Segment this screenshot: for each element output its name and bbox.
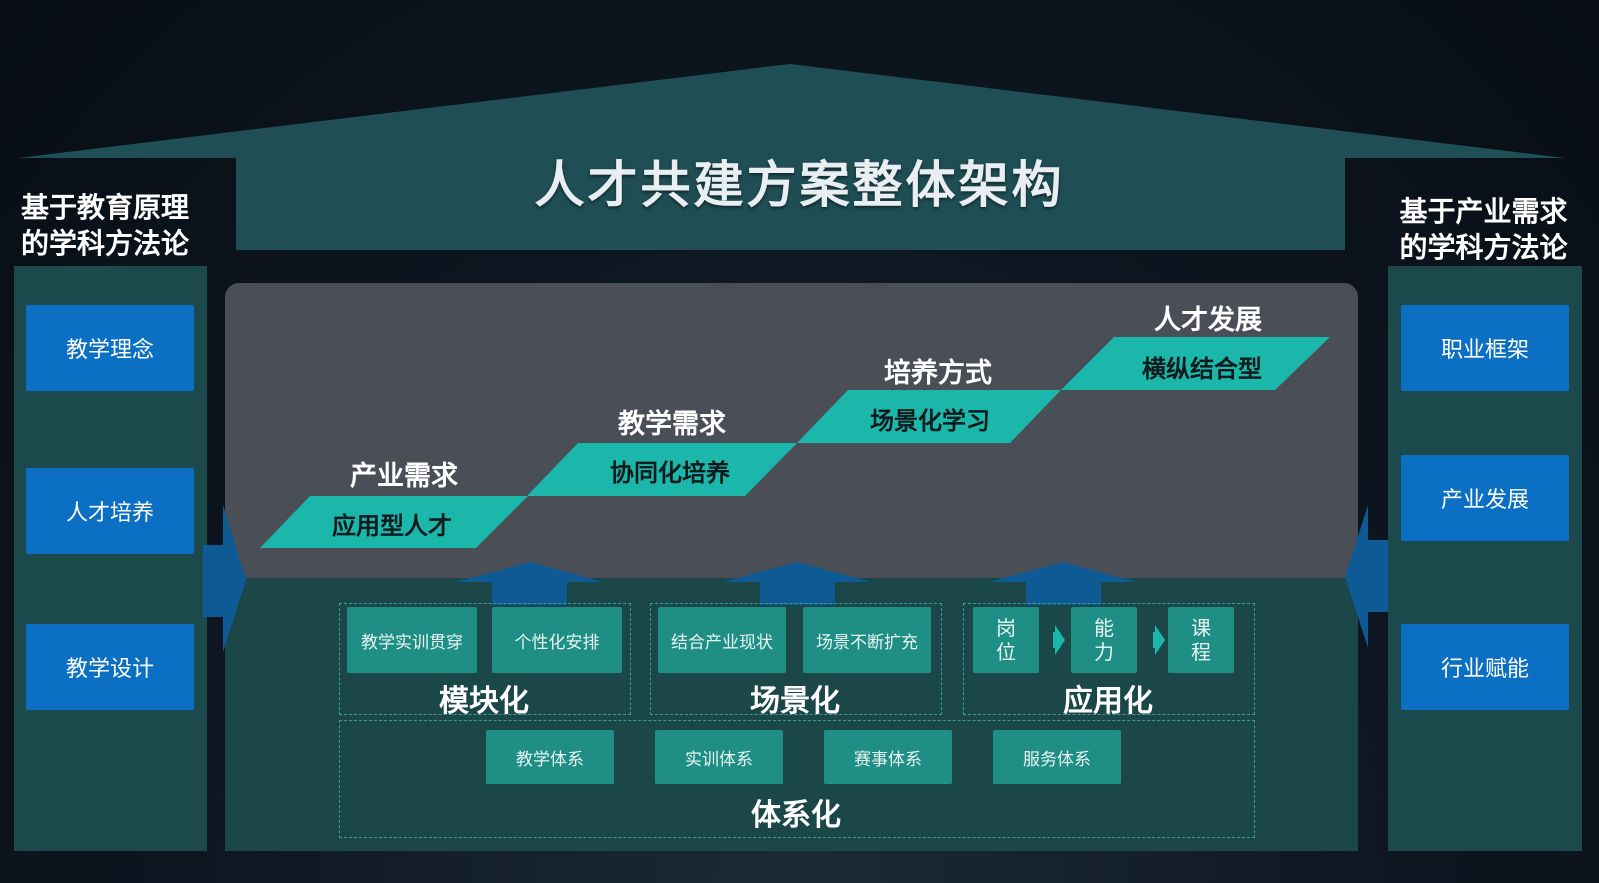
group-modular [339,603,631,715]
group-modular-label: 模块化 [439,684,529,719]
right-item-industry-development[interactable]: 产业发展 [1401,455,1569,541]
left-title-line-2: 的学科方法论 [20,227,189,260]
step-1-text: 应用型人才 [332,512,452,540]
group-system [339,720,1255,838]
right-arrow-icon [1345,505,1388,648]
system-item-service[interactable]: 服务体系 [993,730,1121,784]
step-3-text: 场景化学习 [870,407,990,435]
system-item-teaching[interactable]: 教学体系 [486,730,614,784]
step-2-heading: 教学需求 [618,409,726,440]
right-column-title: 基于产业需求 的学科方法论 [1381,194,1586,266]
staircase-step-1 [260,496,528,548]
application-item-position[interactable]: 岗位 [973,607,1039,673]
modular-item-1[interactable]: 教学实训贯穿 [347,607,477,673]
left-arrow-icon [203,505,246,652]
up-arrow-icon-3 [989,562,1137,605]
system-item-training[interactable]: 实训体系 [655,730,783,784]
group-scenario [650,603,942,715]
application-item-position-label: 岗位 [996,616,1016,664]
left-item-talent-training[interactable]: 人才培养 [26,468,194,554]
staircase-step-2 [476,443,797,548]
right-item-industry-empowerment[interactable]: 行业赋能 [1401,624,1569,710]
right-item-career-framework[interactable]: 职业框架 [1401,305,1569,391]
right-title-line-2: 的学科方法论 [1399,231,1568,264]
step-3-heading: 培养方式 [884,358,992,389]
step-2-text: 协同化培养 [610,459,730,487]
application-item-ability-label: 能力 [1094,616,1114,664]
group-application-label: 应用化 [1063,684,1153,719]
modular-item-2[interactable]: 个性化安排 [492,607,622,673]
scenario-item-1[interactable]: 结合产业现状 [658,607,786,673]
step-4-text: 横纵结合型 [1142,355,1262,383]
system-item-competition[interactable]: 赛事体系 [824,730,952,784]
application-item-ability[interactable]: 能力 [1071,607,1137,673]
application-item-course-label: 课程 [1191,616,1211,664]
right-title-line-1: 基于产业需求 [1399,195,1568,228]
staircase-step-3 [745,390,1061,496]
up-arrow-icon-2 [723,562,871,605]
step-4-heading: 人才发展 [1154,305,1262,336]
left-item-teaching-concept[interactable]: 教学理念 [26,305,194,391]
group-application [963,603,1255,715]
step-1-heading: 产业需求 [350,461,458,492]
group-scenario-label: 场景化 [750,684,840,719]
application-item-course[interactable]: 课程 [1168,607,1234,673]
group-system-label: 体系化 [751,798,841,833]
staircase-step-4 [1010,337,1330,443]
left-column-title: 基于教育原理 的学科方法论 [10,190,200,262]
left-item-teaching-design[interactable]: 教学设计 [26,624,194,710]
page-title: 人才共建方案整体架构 [534,156,1065,214]
up-arrow-icon-1 [456,562,603,605]
scenario-item-2[interactable]: 场景不断扩充 [803,607,931,673]
left-title-line-1: 基于教育原理 [20,191,189,224]
